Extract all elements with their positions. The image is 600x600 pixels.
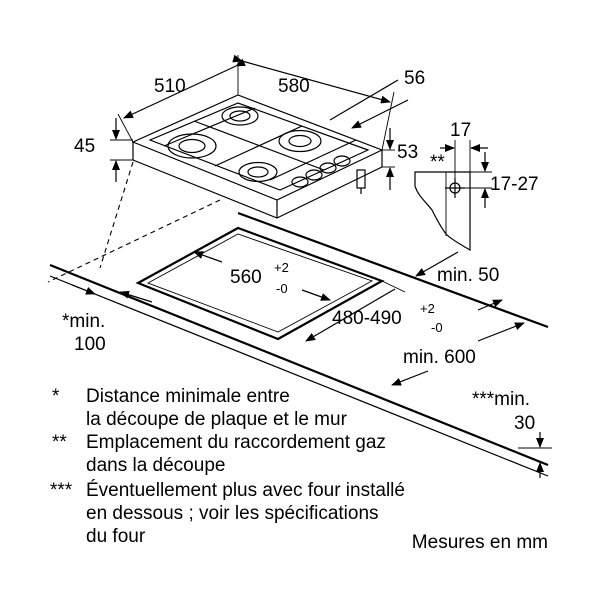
worktop-front-edge — [49, 263, 549, 467]
note-3-line-2: en dessous ; voir les spécifications — [86, 503, 379, 524]
dimension-min-50: min. 50 — [437, 265, 499, 286]
dimension-min-600: min. 600 — [403, 347, 476, 368]
gas-marker: ** — [430, 152, 445, 173]
note-3: *** Éventuellement plus avec four instal… — [50, 480, 405, 547]
notes-legend: * Distance minimale entre la découpe de … — [50, 386, 548, 553]
note-1: * Distance minimale entre la découpe de … — [52, 386, 348, 430]
dimension-560-tolerance-plus: +2 — [274, 260, 289, 275]
dimension-min-30-label: ***min. — [472, 389, 530, 410]
gas-detail: ** 17 17-27 min. 50 — [414, 120, 539, 286]
dimension-560: 560 — [230, 267, 262, 288]
cutout-dimension-lines: 560 +2 -0 480-490 +2 -0 *min. 100 min. 6… — [62, 251, 552, 478]
worktop-back-edge — [237, 211, 549, 329]
units-note: Mesures en mm — [412, 532, 548, 553]
hob-dimension-lines: 510 580 56 45 53 — [74, 54, 425, 190]
burner-left — [167, 133, 217, 159]
dimension-45: 45 — [74, 136, 95, 157]
note-1-line-1: Distance minimale entre — [86, 386, 290, 407]
note-1-line-2: la découpe de plaque et le mur — [86, 409, 348, 430]
dimension-17-27: 17-27 — [490, 174, 539, 195]
dimension-560-tolerance-minus: -0 — [276, 281, 288, 296]
dimension-min-100-value: 100 — [74, 334, 106, 355]
note-3-line-3: du four — [86, 526, 146, 547]
worktop-section — [414, 171, 471, 252]
dimension-480-490: 480-490 — [332, 308, 402, 329]
hob-drawing — [131, 94, 384, 219]
dimension-min-100-label: *min. — [62, 311, 105, 332]
dimension-510: 510 — [154, 76, 186, 97]
note-2-marker: ** — [52, 432, 67, 453]
note-3-marker: *** — [50, 480, 73, 501]
dimension-480-490-tolerance-minus: -0 — [431, 320, 443, 335]
note-1-marker: * — [52, 386, 60, 407]
note-2-line-2: dans la découpe — [86, 455, 225, 476]
dimension-480-490-tolerance-plus: +2 — [420, 301, 435, 316]
gas-connector — [356, 169, 366, 194]
burner-back — [221, 106, 259, 126]
dimension-580: 580 — [278, 76, 310, 97]
control-knobs — [291, 155, 351, 188]
dimension-17: 17 — [450, 120, 471, 141]
note-2: ** Emplacement du raccordement gaz dans … — [52, 432, 386, 476]
dimension-56: 56 — [404, 68, 425, 89]
burner-right — [278, 129, 322, 153]
burner-front — [238, 161, 278, 183]
dimension-min-30-value: 30 — [514, 413, 535, 434]
note-2-line-1: Emplacement du raccordement gaz — [86, 432, 386, 453]
note-3-line-1: Éventuellement plus avec four installé — [86, 480, 405, 501]
dimension-53: 53 — [397, 142, 418, 163]
